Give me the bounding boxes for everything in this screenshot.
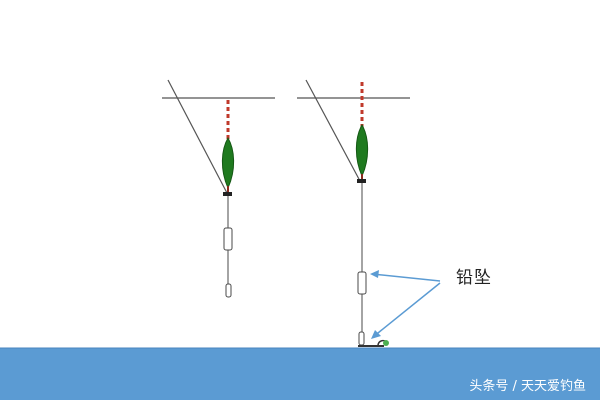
watermark: 头条号 / 天天爱钓鱼 bbox=[469, 379, 586, 394]
right-hook-link bbox=[358, 331, 365, 346]
left-sinker bbox=[223, 227, 233, 251]
sinker-label: 铅坠 bbox=[456, 268, 492, 288]
water-area bbox=[0, 348, 600, 400]
arrow-to-lower-sinker bbox=[372, 282, 441, 338]
annotation-arrows bbox=[370, 270, 441, 339]
right-float-stopper bbox=[357, 179, 366, 183]
arrow-to-upper-sinker bbox=[371, 273, 441, 282]
right-float-body bbox=[355, 124, 369, 178]
left-rig bbox=[162, 79, 275, 298]
right-slant-line bbox=[305, 79, 361, 182]
left-float-body bbox=[221, 137, 235, 190]
arrow-head-lower bbox=[371, 330, 381, 339]
arrow-head-upper bbox=[370, 270, 379, 278]
bait-icon bbox=[383, 340, 389, 346]
left-hook bbox=[225, 283, 232, 298]
left-float-stopper bbox=[223, 192, 232, 196]
right-rig bbox=[297, 79, 410, 347]
right-sinker bbox=[357, 271, 367, 295]
left-slant-line bbox=[167, 79, 228, 194]
